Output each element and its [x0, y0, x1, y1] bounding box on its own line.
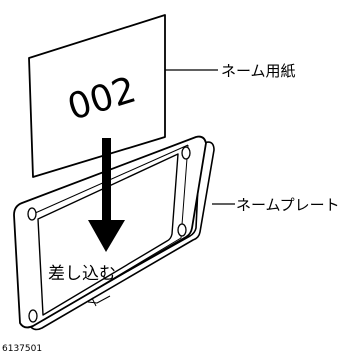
corner-hole-bottom-right: [177, 223, 187, 237]
plate-bottom-notch-2: [91, 297, 97, 307]
corner-hole-top-right: [181, 146, 191, 160]
corner-hole-bottom-left: [28, 309, 38, 323]
arrow-shaft: [102, 138, 111, 228]
plate-side-face: [29, 141, 215, 331]
name-paper-sheet: [28, 14, 166, 178]
arrow-head: [88, 220, 125, 252]
insert-label: 差し込む: [48, 264, 116, 284]
name-plate-label: ネームプレート: [236, 196, 340, 214]
plate-bottom-notch: [87, 295, 111, 304]
corner-hole-top-left: [27, 207, 37, 221]
name-paper-label: ネーム用紙: [221, 62, 296, 80]
figure-id: 6137501: [2, 344, 42, 353]
name-paper-card: 002: [28, 14, 166, 178]
insert-arrow: [88, 138, 125, 252]
